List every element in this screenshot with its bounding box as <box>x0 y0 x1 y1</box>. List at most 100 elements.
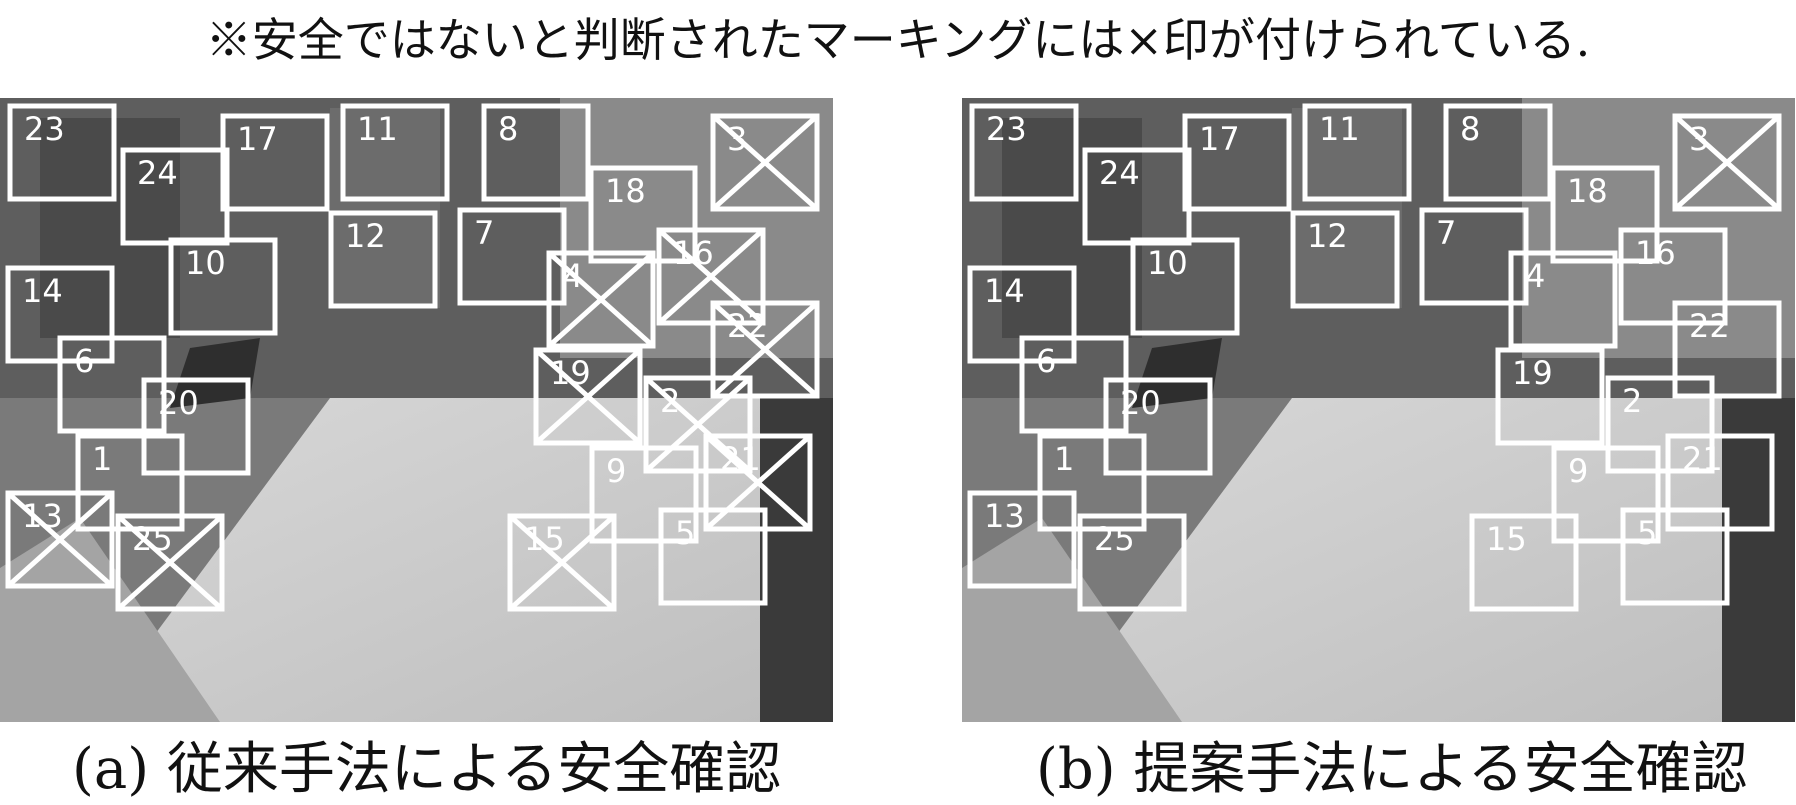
marker-18: 18 <box>1550 165 1660 264</box>
unsafe-cross-mark <box>657 228 765 325</box>
marker-box <box>1182 113 1292 212</box>
marker-box <box>546 250 656 349</box>
marker-7: 7 <box>1419 207 1529 306</box>
marker-label: 8 <box>498 110 518 148</box>
marker-17: 17 <box>1182 113 1292 212</box>
marker-box <box>703 433 813 532</box>
marker-label: 13 <box>22 497 63 535</box>
unsafe-marking-note: ※安全ではないと判断されたマーキングには×印が付けられている. <box>205 13 1591 67</box>
marker-24: 24 <box>1082 147 1192 246</box>
marker-box <box>1495 347 1605 446</box>
marker-19: 19 <box>533 347 643 446</box>
marker-box <box>1665 433 1775 532</box>
marker-label: 13 <box>984 497 1025 535</box>
marker-box <box>1551 445 1661 544</box>
marker-label: 11 <box>1319 110 1360 148</box>
marker-8: 8 <box>481 103 591 202</box>
marker-label: 18 <box>605 172 646 210</box>
marker-label: 4 <box>1525 257 1545 295</box>
marker-box <box>1443 103 1553 202</box>
marker-label: 24 <box>137 154 178 192</box>
marker-9: 9 <box>589 445 699 544</box>
marker-label: 20 <box>158 384 199 422</box>
marker-box <box>1290 210 1400 309</box>
marker-label: 25 <box>1094 520 1135 558</box>
marker-23: 23 <box>7 103 117 202</box>
unsafe-cross-mark <box>547 251 655 348</box>
marker-label: 1 <box>92 440 112 478</box>
marker-box <box>1469 513 1579 612</box>
marker-box <box>589 445 699 544</box>
marker-box <box>1082 147 1192 246</box>
marker-11: 11 <box>1302 103 1412 202</box>
marker-4: 4 <box>1508 250 1618 349</box>
marker-box <box>7 103 117 202</box>
marker-1: 1 <box>1037 433 1147 532</box>
marker-box <box>168 237 278 336</box>
marker-label: 16 <box>1635 234 1676 272</box>
marker-label: 15 <box>524 520 565 558</box>
unsafe-cross-mark <box>508 514 616 611</box>
marker-17: 17 <box>220 113 330 212</box>
marker-label: 6 <box>1036 342 1056 380</box>
marker-box <box>1130 237 1240 336</box>
marker-20: 20 <box>1103 377 1213 476</box>
marker-box <box>1550 165 1660 264</box>
unsafe-cross-mark <box>1673 114 1781 211</box>
marker-label: 18 <box>1567 172 1608 210</box>
marker-label: 4 <box>563 257 583 295</box>
marker-12: 12 <box>328 210 438 309</box>
unsafe-cross-mark <box>6 491 114 588</box>
marker-label: 2 <box>660 382 680 420</box>
marker-3: 3 <box>1672 113 1782 212</box>
marker-box <box>57 335 167 434</box>
marker-15: 15 <box>1469 513 1579 612</box>
marker-label: 20 <box>1120 384 1161 422</box>
caption-b: (b) 提案手法による安全確認 <box>1036 737 1748 802</box>
marker-label: 11 <box>357 110 398 148</box>
marker-label: 8 <box>1460 110 1480 148</box>
marker-label: 23 <box>986 110 1027 148</box>
marker-label: 22 <box>727 307 768 345</box>
marker-10: 10 <box>1130 237 1240 336</box>
marker-box <box>710 300 820 399</box>
marker-box <box>1019 335 1129 434</box>
marker-label: 5 <box>1637 514 1657 552</box>
marker-label: 12 <box>1307 217 1348 255</box>
marker-box <box>1672 300 1782 399</box>
marker-label: 6 <box>74 342 94 380</box>
marker-box <box>481 103 591 202</box>
marker-label: 12 <box>345 217 386 255</box>
marker-label: 9 <box>606 452 626 490</box>
marker-3: 3 <box>710 113 820 212</box>
marker-5: 5 <box>1620 507 1730 606</box>
marker-5: 5 <box>658 507 768 606</box>
marker-box <box>1508 250 1618 349</box>
marker-box <box>1077 513 1187 612</box>
marker-box <box>1103 377 1213 476</box>
marker-box <box>115 513 225 612</box>
marker-box <box>533 347 643 446</box>
marker-label: 19 <box>1512 354 1553 392</box>
marker-label: 24 <box>1099 154 1140 192</box>
unsafe-cross-mark <box>711 114 819 211</box>
marker-7: 7 <box>457 207 567 306</box>
marker-21: 21 <box>1665 433 1775 532</box>
unsafe-cross-mark <box>644 376 752 473</box>
marker-box <box>220 113 330 212</box>
marker-label: 10 <box>1147 244 1188 282</box>
marker-label: 7 <box>1436 214 1456 252</box>
marker-box <box>340 103 450 202</box>
marker-4: 4 <box>546 250 656 349</box>
marker-13: 13 <box>967 490 1077 589</box>
marker-20: 20 <box>141 377 251 476</box>
unsafe-cross-mark <box>116 514 224 611</box>
caption-a: (a) 従来手法による安全確認 <box>72 737 782 802</box>
marker-box <box>328 210 438 309</box>
marker-label: 17 <box>1199 120 1240 158</box>
marker-12: 12 <box>1290 210 1400 309</box>
marker-22: 22 <box>1672 300 1782 399</box>
marker-9: 9 <box>1551 445 1661 544</box>
